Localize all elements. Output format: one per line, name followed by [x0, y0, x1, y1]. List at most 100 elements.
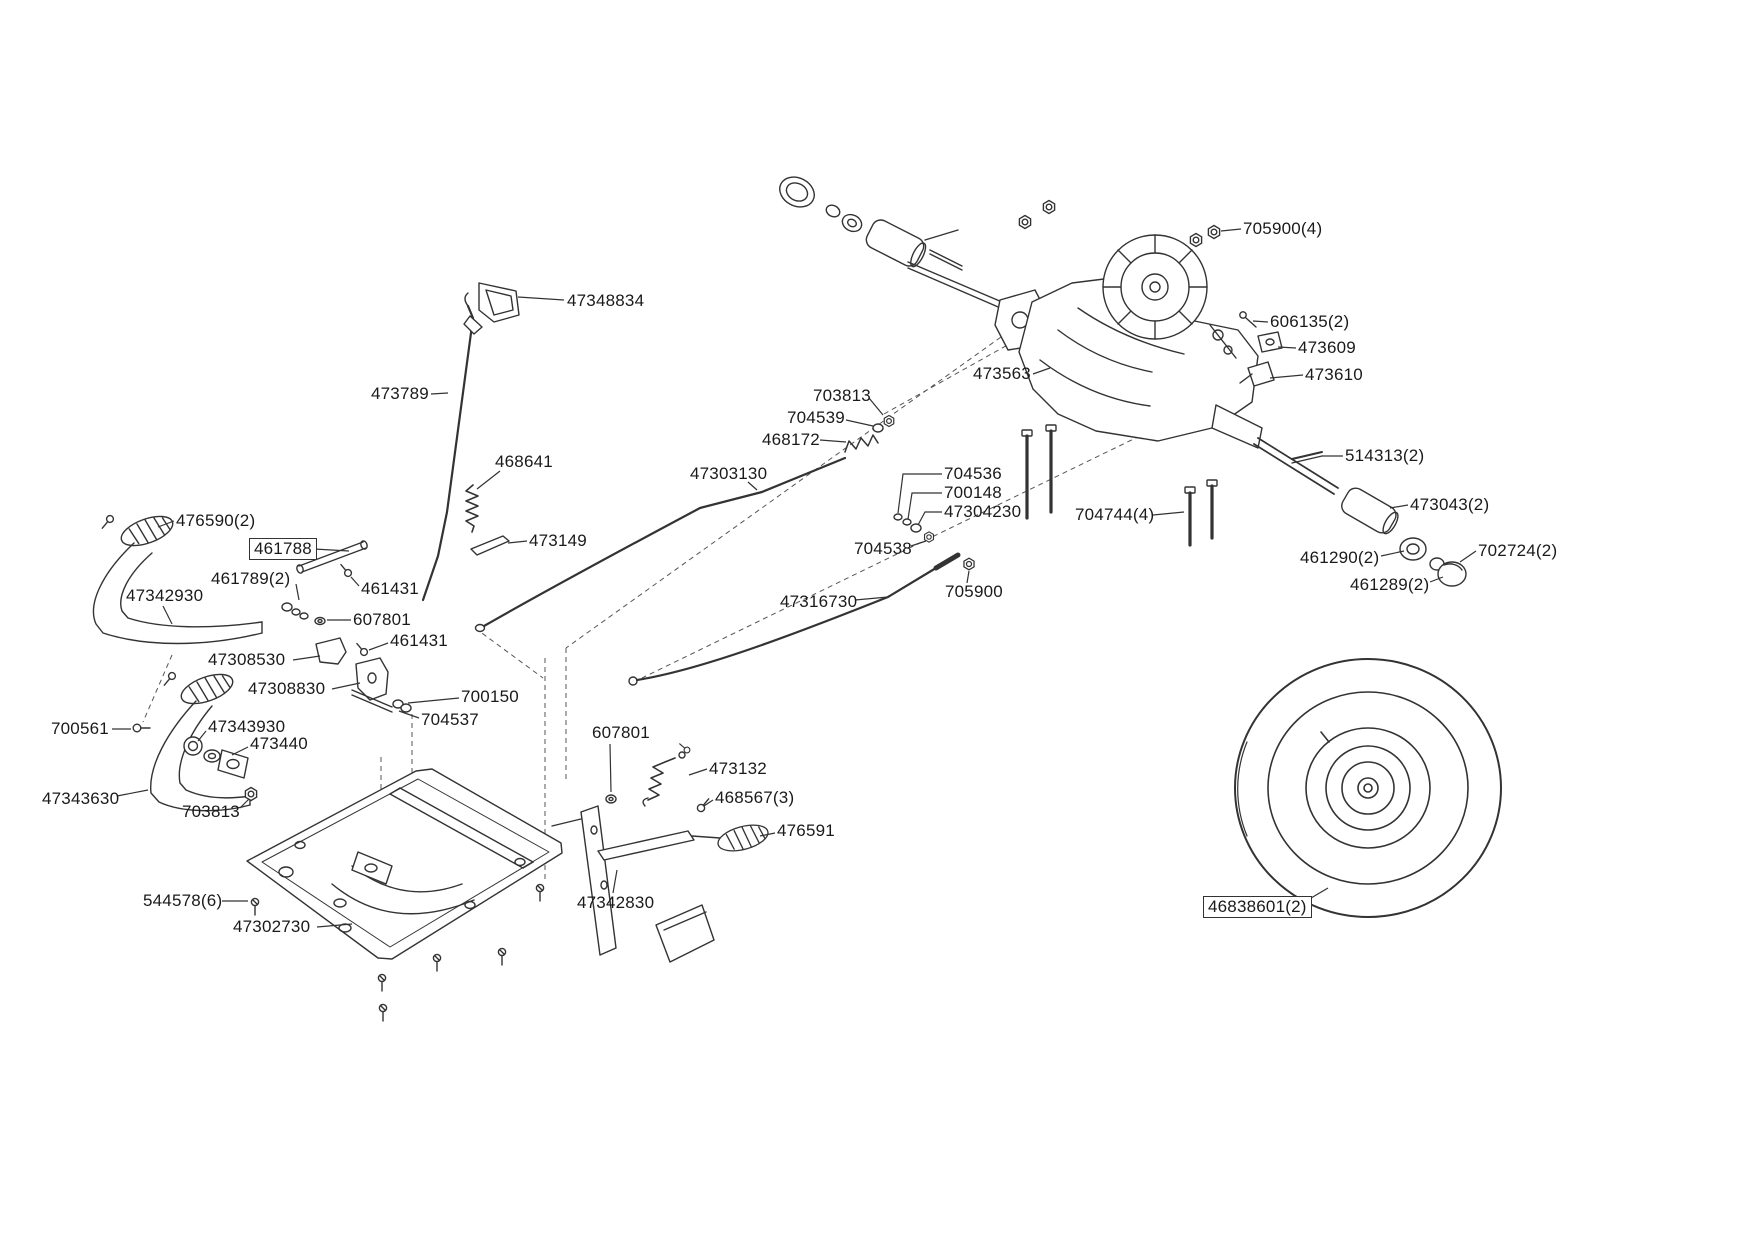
leader-line-704539: [845, 419, 874, 427]
leader-line-461289-2: [1429, 576, 1444, 583]
part-label-47342830: 47342830: [577, 893, 655, 912]
ring-607801-a: [314, 616, 326, 626]
leader-line-473789: [430, 392, 449, 395]
leader-line-47348834: [517, 296, 565, 301]
hub-47343930: [183, 736, 203, 756]
leader-line-461788: [313, 548, 350, 552]
rod-47316730: [635, 566, 938, 682]
leader-line-47308530: [292, 655, 321, 661]
axle-housing-extension: [1211, 404, 1263, 449]
leader-line-473610: [1269, 374, 1304, 379]
leader-line-47342930: [162, 605, 173, 625]
leader-line-473132: [688, 768, 708, 776]
leader-line-704537: [398, 710, 420, 719]
rear-wheel-drawing: [1234, 658, 1502, 918]
part-label-461290-2: 461290(2): [1300, 548, 1380, 567]
bracket-47308830: [355, 657, 389, 701]
spring-468172: [844, 434, 879, 453]
leader-line-473563: [1032, 367, 1051, 375]
part-label-461788: 461788: [249, 538, 317, 560]
leader-line-607801-b: [609, 743, 612, 793]
part-label-606135-2: 606135(2): [1270, 312, 1350, 331]
base-plate-drawing: [246, 768, 563, 1022]
pivot-bracket-drawing: [315, 637, 412, 713]
part-label-476591: 476591: [777, 821, 835, 840]
part-label-461789-2: 461789(2): [211, 569, 291, 588]
part-label-514313-2: 514313(2): [1345, 446, 1425, 465]
blade-473149: [470, 535, 510, 556]
part-label-47342930: 47342930: [126, 586, 204, 605]
part-label-607801-a: 607801: [353, 610, 411, 629]
ring-607801-b: [605, 794, 617, 804]
upper-left-pedal-drawing: [92, 509, 368, 645]
part-label-473149: 473149: [529, 531, 587, 550]
part-label-473609: 473609: [1298, 338, 1356, 357]
part-label-461431-a: 461431: [361, 579, 419, 598]
cooling-fan: [1102, 234, 1208, 340]
shaft-461788: [296, 540, 368, 574]
leader-line-461290-2: [1380, 550, 1405, 557]
part-label-461289-2: 461289(2): [1350, 575, 1430, 594]
leader-line-700148: [907, 492, 942, 520]
latch-plate: [217, 749, 249, 779]
part-label-544578-6: 544578(6): [143, 891, 223, 910]
leader-line-700150: [407, 697, 460, 704]
leader-line-47302730: [316, 923, 353, 928]
leader-line-473440: [231, 746, 249, 756]
transaxle-assembly-drawing: [779, 176, 1467, 587]
spring-468641: [465, 484, 479, 533]
part-label-703813-a: 703813: [813, 386, 871, 405]
leader-line-47308830: [331, 682, 361, 690]
part-label-476590-2: 476590(2): [176, 511, 256, 530]
part-label-704744-4: 704744(4): [1075, 505, 1155, 524]
plate-bracket: [351, 851, 393, 885]
part-label-473440: 473440: [250, 734, 308, 753]
screw-461431-b: [356, 642, 369, 657]
part-label-47348834: 47348834: [567, 291, 645, 310]
leader-line-704538: [910, 540, 927, 547]
screw-spring-anchor: [679, 743, 691, 754]
leader-line-468172: [819, 439, 847, 443]
leader-line-476591: [759, 832, 776, 837]
axle-hub: [1341, 487, 1399, 535]
leader-line-461431-a: [350, 576, 360, 587]
part-label-473610: 473610: [1305, 365, 1363, 384]
part-label-47304230: 47304230: [944, 502, 1022, 521]
screw-461431-a: [340, 563, 353, 578]
part-label-705900-s: 705900: [945, 582, 1003, 601]
part-label-468641: 468641: [495, 452, 553, 471]
part-label-47343630: 47343630: [42, 789, 120, 808]
leader-line-47303130: [747, 481, 758, 491]
part-label-607801-b: 607801: [592, 723, 650, 742]
leader-line-703813-b: [239, 798, 250, 809]
leader-line-468641: [476, 470, 501, 490]
threaded-end-704538: [933, 552, 961, 571]
part-label-47308530: 47308530: [208, 650, 286, 669]
bolt-468567: [696, 798, 710, 813]
leader-line-705900-4: [1220, 228, 1242, 232]
part-label-700148: 700148: [944, 483, 1002, 502]
leader-line-606135-2: [1252, 320, 1269, 323]
part-label-468567-3: 468567(3): [715, 788, 795, 807]
leader-line-705900-s: [966, 570, 970, 584]
leader-line-704536: [897, 473, 942, 514]
center-pedal-drawing: [551, 743, 772, 963]
rod-47303130: [482, 456, 847, 628]
part-label-468172: 468172: [762, 430, 820, 449]
input-coupler: [865, 219, 927, 268]
part-label-700561: 700561: [51, 719, 109, 738]
standoffs-461789: [281, 602, 309, 620]
part-label-700150: 700150: [461, 687, 519, 706]
part-label-47308830: 47308830: [248, 679, 326, 698]
retaining-ring: [825, 204, 841, 218]
leader-line-461789-2: [295, 583, 300, 601]
vent-bracket-cluster: [1209, 311, 1283, 387]
leader-line-47316730: [854, 596, 889, 601]
leader-line-703813-a: [868, 397, 884, 416]
input-washer: [841, 213, 863, 233]
bolt-700561: [132, 723, 151, 733]
part-label-473789: 473789: [371, 384, 429, 403]
lower-left-pedal-drawing: [132, 667, 258, 812]
